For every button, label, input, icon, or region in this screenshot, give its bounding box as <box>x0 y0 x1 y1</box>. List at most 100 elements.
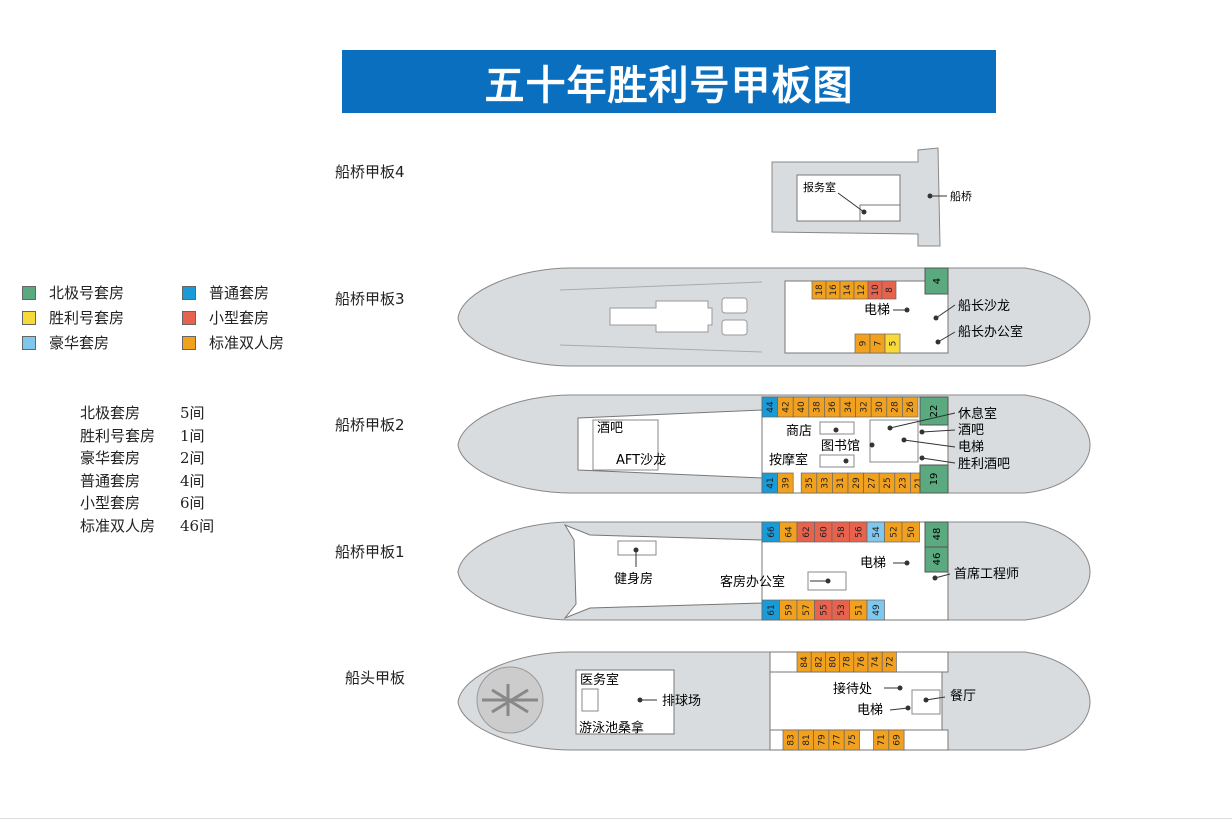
room-label: 首席工程师 <box>954 566 1019 582</box>
cabin-number: 71 <box>877 734 887 745</box>
room-label: 医务室 <box>580 672 619 688</box>
cabin-number: 64 <box>784 526 794 538</box>
room-label: 健身房 <box>614 571 653 587</box>
deck-house <box>563 523 763 620</box>
cabin-number: 33 <box>821 477 831 488</box>
page-title: 五十年胜利号甲板图 <box>342 50 996 113</box>
cabin-number: 23 <box>899 477 909 488</box>
room-label: 电梯 <box>860 556 886 571</box>
cabin-number: 83 <box>787 734 797 745</box>
cabin-number: 57 <box>802 604 812 615</box>
legend-item-standard-suite: 普通套房 <box>182 282 269 303</box>
cabin-number: 5 <box>889 341 899 347</box>
legend-label: 普通套房 <box>209 284 270 302</box>
room-label: 报务室 <box>803 180 836 194</box>
room-count-name: 豪华套房 <box>80 449 141 467</box>
cabin-number: 29 <box>852 477 862 489</box>
cabin-standard-twin <box>843 729 860 751</box>
deck-bridge-4: 报务室 船桥 <box>771 147 972 247</box>
room-label: 电梯 <box>857 703 883 718</box>
legend-swatch <box>22 285 36 300</box>
cabin-number: 14 <box>843 284 853 296</box>
pointer-line <box>921 457 956 464</box>
cabin-number: 56 <box>854 526 864 538</box>
pointer-line <box>903 439 956 448</box>
cabin-number: 46 <box>932 553 943 566</box>
cabin-number: 50 <box>907 526 917 538</box>
room-count-row: 普通套房 4间 <box>80 470 205 491</box>
cabin-number: 55 <box>819 604 829 615</box>
room-outline <box>592 419 659 471</box>
room-count-value: 1间 <box>180 427 205 445</box>
room-label: 电梯 <box>958 440 984 455</box>
pointer-line <box>921 429 956 433</box>
room-label: 胜利酒吧 <box>958 457 1010 472</box>
legend-item-arctic-suite: 北极号套房 <box>22 282 124 303</box>
cabin-number: 58 <box>837 526 847 538</box>
cabin-number: 48 <box>932 528 943 541</box>
cabin-number: 49 <box>872 604 882 616</box>
legend-swatch <box>182 335 196 350</box>
cabin-arctic-suite <box>924 267 949 295</box>
cabin-number: 81 <box>802 734 812 745</box>
cabin-number: 52 <box>889 526 899 537</box>
room-label: 酒吧 <box>958 423 984 438</box>
room-count-value: 4间 <box>180 472 205 490</box>
cabin-victory-suite <box>884 333 901 354</box>
cabin-number: 54 <box>872 526 882 538</box>
helicopter-icon <box>482 684 538 716</box>
cabin-number: 80 <box>829 656 839 668</box>
room-label: 图书馆 <box>821 439 860 454</box>
cabin-number: 8 <box>885 287 895 293</box>
bottom-rule <box>0 818 1232 819</box>
room-count-name: 普通套房 <box>80 472 141 490</box>
cabin-number: 74 <box>871 656 881 668</box>
deck-detail <box>559 281 763 353</box>
room-label: 按摩室 <box>769 452 808 468</box>
room-label: 船桥 <box>950 189 972 203</box>
cabin-number: 7 <box>874 341 884 347</box>
cabin-number: 36 <box>828 401 838 413</box>
deck-detail <box>721 319 748 336</box>
room-label: 排球场 <box>662 694 701 709</box>
cabin-number: 34 <box>844 401 854 413</box>
deck-outline <box>457 267 1091 367</box>
cabin-number: 16 <box>829 284 839 296</box>
room-label: 接待处 <box>833 681 872 697</box>
deck-label-bow: 船头甲板 <box>345 669 406 687</box>
room-count-name: 标准双人房 <box>80 517 156 535</box>
cabin-number: 53 <box>837 604 847 615</box>
cabin-number: 60 <box>819 526 829 538</box>
cabin-number: 78 <box>843 656 853 668</box>
room-label: 电梯 <box>864 303 890 318</box>
legend-item-victory-suite: 胜利号套房 <box>22 307 124 328</box>
pointer-dot <box>869 442 875 448</box>
pointer-line <box>925 696 946 701</box>
cabin-standard-twin <box>901 521 920 543</box>
cabin-number: 27 <box>867 477 877 488</box>
legend-item-standard-twin: 标准双人房 <box>182 332 284 353</box>
pointer-line <box>889 707 909 711</box>
cabin-number: 26 <box>906 401 916 413</box>
pointer-line <box>934 573 951 579</box>
legend-label: 标准双人房 <box>209 334 285 352</box>
cabin-number: 66 <box>767 526 777 538</box>
deck-label-bridge-3: 船桥甲板3 <box>335 290 405 308</box>
legend-label: 豪华套房 <box>49 334 110 352</box>
deck-label-bridge-2: 船桥甲板2 <box>335 416 405 434</box>
